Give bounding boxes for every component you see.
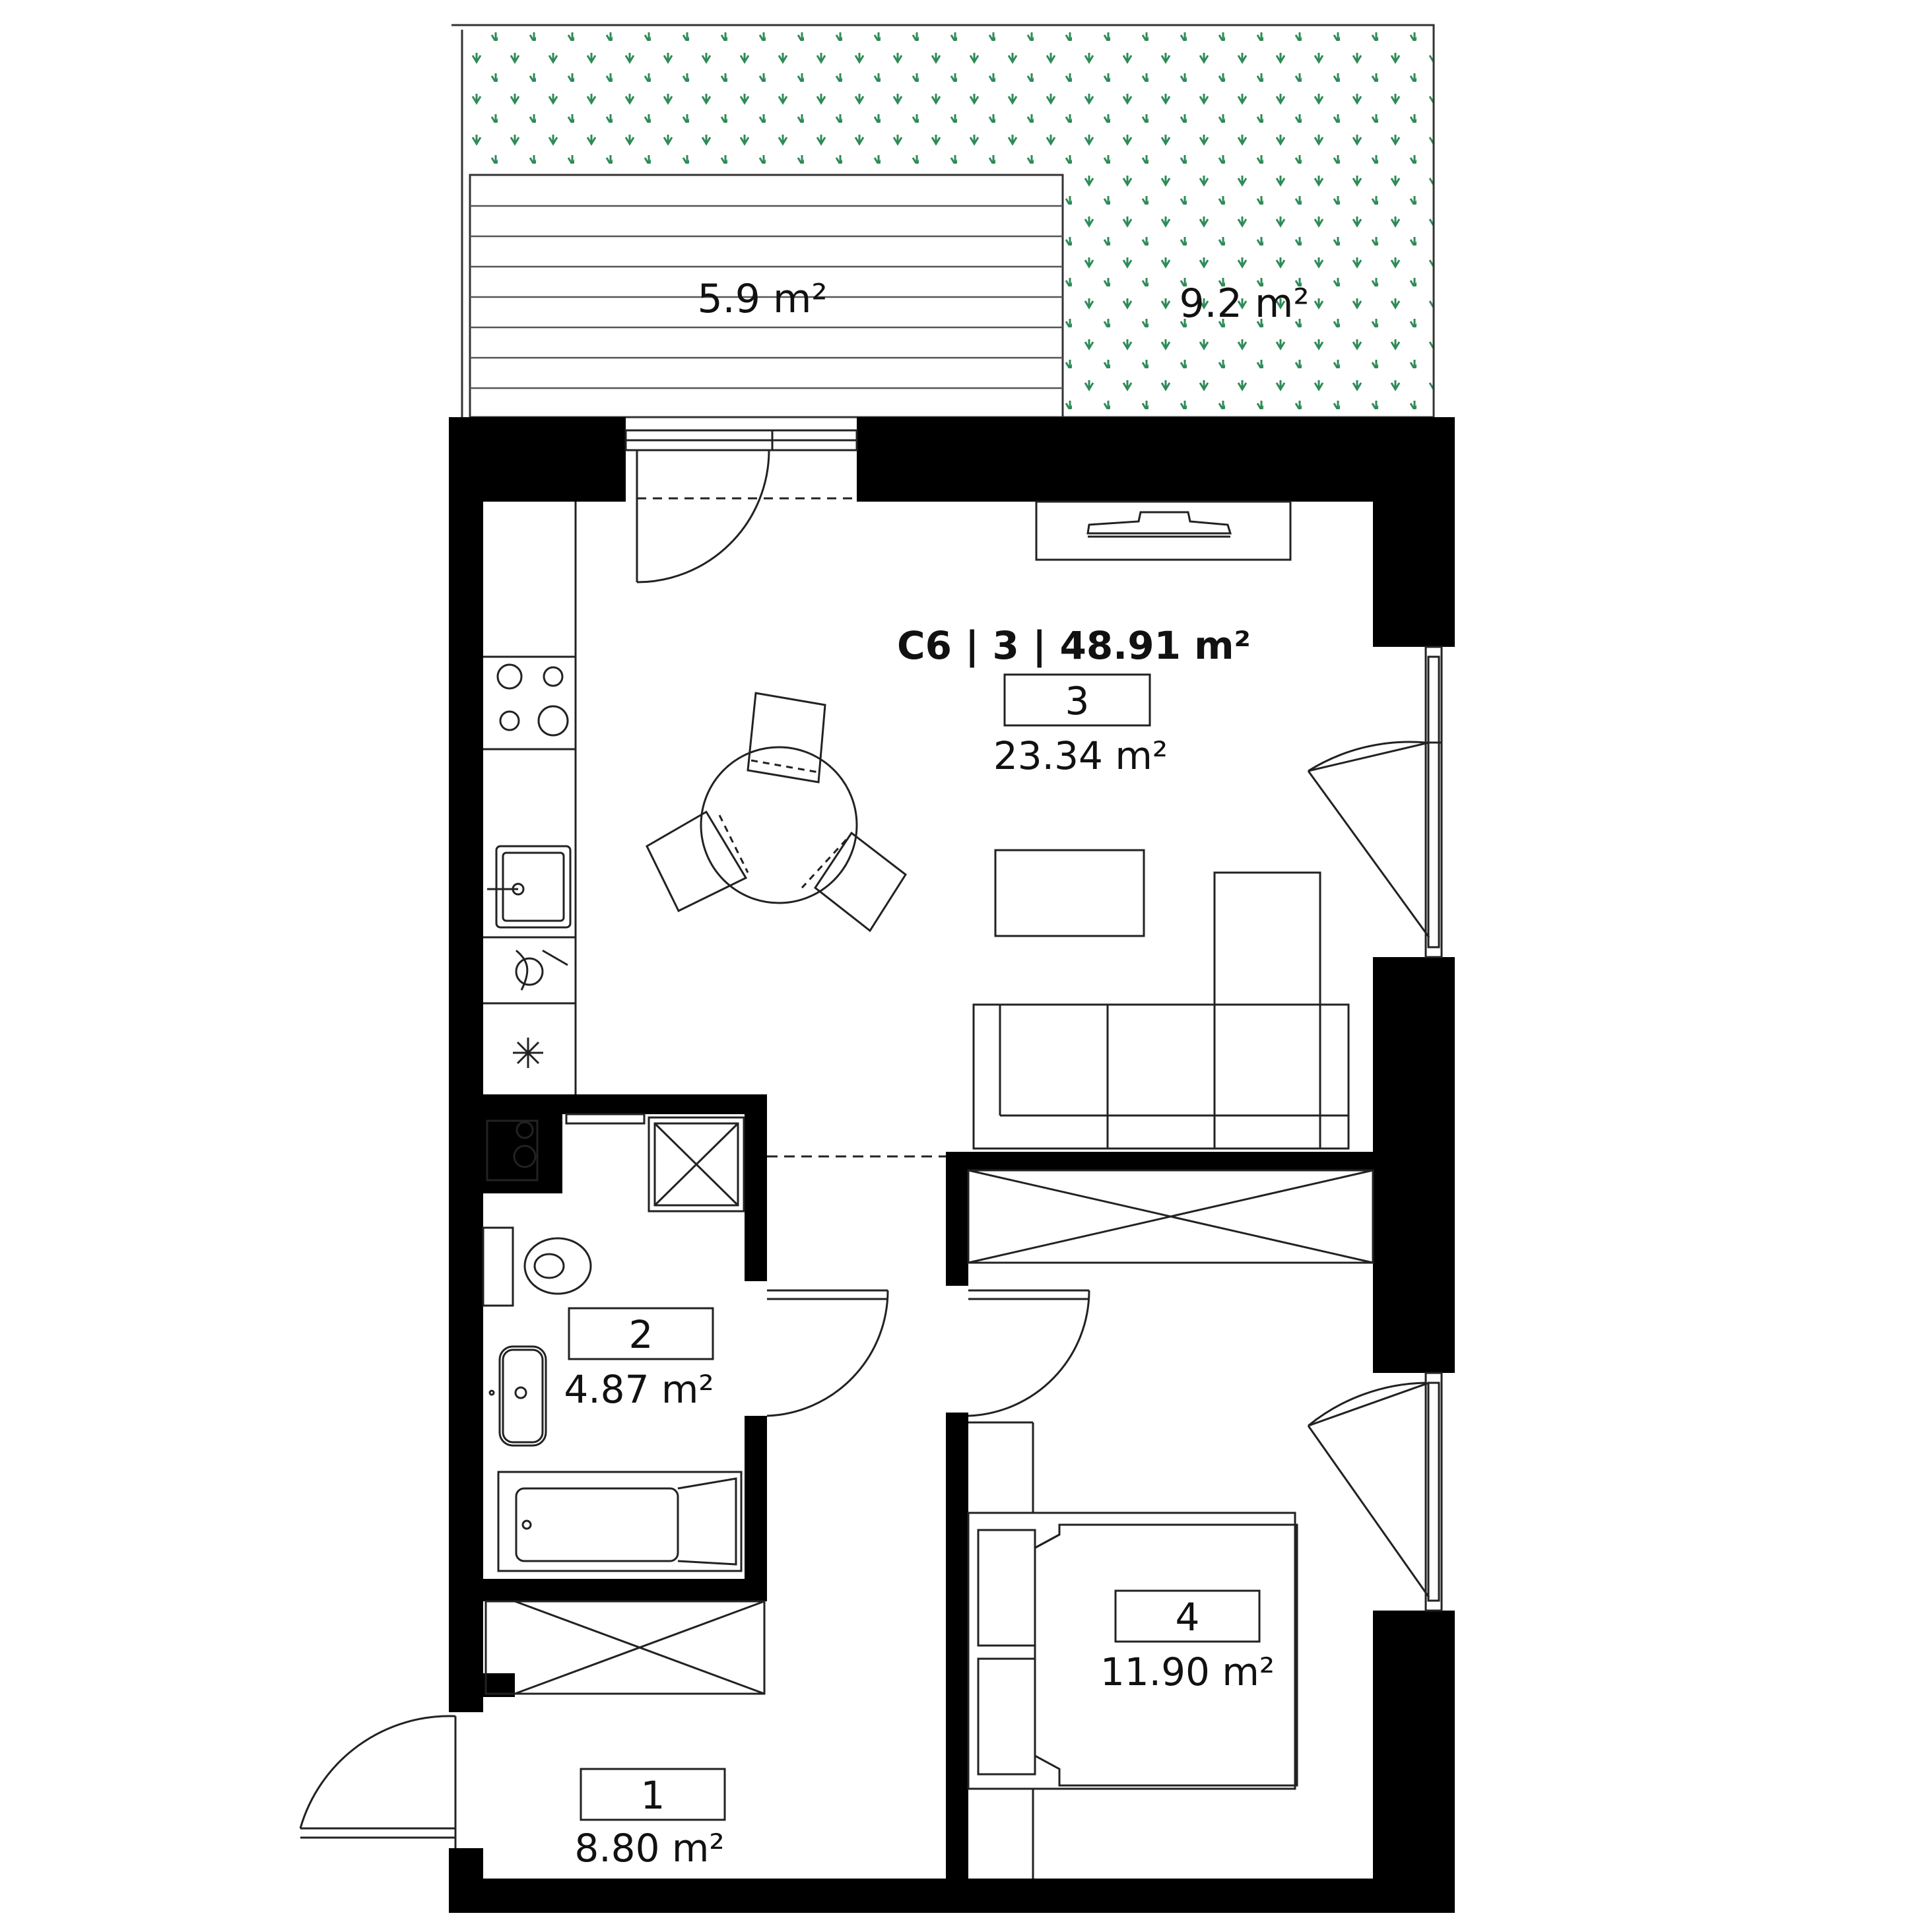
dishwasher-icon [515, 949, 568, 991]
tv-cabinet [1035, 500, 1292, 561]
room-number-box [1114, 1589, 1261, 1643]
room-area: 8.80 m² [574, 1826, 724, 1871]
terrace-deck [469, 174, 1064, 418]
room-area: 4.87 m² [564, 1367, 714, 1412]
walls [449, 417, 1455, 1913]
boiler-icon [486, 1119, 539, 1182]
toilet-icon [482, 1226, 592, 1307]
washbasin-icon [488, 1345, 547, 1447]
wardrobe-bedroom [968, 1421, 1034, 1879]
room-number: 2 [629, 1312, 653, 1357]
wardrobe [967, 1169, 1374, 1264]
room-number-box [1003, 673, 1151, 727]
bathtub-icon [497, 1471, 743, 1572]
hall-wardrobe [484, 1600, 766, 1695]
stove-icon [496, 663, 569, 737]
sofa [972, 871, 1350, 1150]
terrace-area-label: 5.9 m² [698, 276, 828, 322]
washing-machine [648, 1116, 745, 1213]
dining-chairs [646, 692, 908, 933]
door-swings [299, 450, 1430, 1848]
fridge-icon [513, 1038, 543, 1068]
room-area: 11.90 m² [1100, 1649, 1275, 1694]
room-number: 4 [1176, 1595, 1200, 1640]
room-number: 1 [641, 1773, 665, 1818]
room-number-box [568, 1307, 714, 1360]
kitchen-counter [483, 502, 577, 1094]
coffee-table [994, 849, 1145, 937]
room-number-box [580, 1768, 726, 1821]
room-area: 23.34 m² [993, 733, 1168, 778]
sink-icon [487, 845, 572, 929]
room-number: 3 [1065, 679, 1090, 723]
windows [565, 429, 1443, 1612]
dining-table [700, 746, 858, 904]
bed [967, 1512, 1298, 1790]
garden-area-label: 9.2 m² [1180, 281, 1310, 327]
apartment-label: C6 | 3 | 48.91 m² [897, 623, 1251, 668]
